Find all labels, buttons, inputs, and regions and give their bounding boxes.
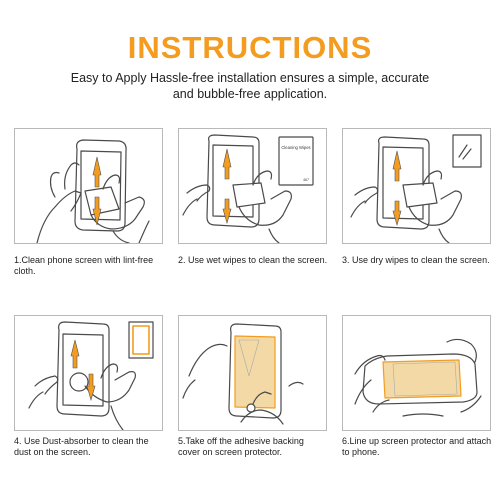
step-3-drawing <box>350 134 482 243</box>
step-4-drawing <box>28 321 154 430</box>
step-2-caption: 2. Use wet wipes to clean the screen. <box>178 255 328 265</box>
step-3-illustration <box>342 128 491 244</box>
step-2-drawing: Cleaning Wipes 467 <box>182 134 314 243</box>
step-5-caption: 5.Take off the adhesive backing cover on… <box>178 436 304 457</box>
step-1-caption: 1.Clean phone screen with lint-free clot… <box>14 255 154 276</box>
step-6-drawing <box>354 338 482 417</box>
page-title: INSTRUCTIONS <box>127 30 373 65</box>
step-6-caption: 6.Line up screen protector and attach to… <box>342 436 492 457</box>
step-1-drawing <box>36 139 150 243</box>
step-6-illustration <box>342 315 491 431</box>
page-subtitle: Easy to Apply Hassle-free installation e… <box>70 71 430 101</box>
step-2-illustration: Cleaning Wipes 467 <box>178 128 327 244</box>
step-5-illustration <box>178 315 327 431</box>
step-5-drawing <box>182 323 304 425</box>
step-3-caption: 3. Use dry wipes to clean the screen. <box>342 255 490 265</box>
step-4-caption: 4. Use Dust-absorber to clean the dust o… <box>14 436 149 457</box>
step-1-illustration <box>14 128 163 244</box>
step-4-illustration <box>14 315 163 431</box>
wipe-packet-code: 467 <box>303 178 309 182</box>
wipe-packet-label: Cleaning Wipes <box>281 145 310 150</box>
